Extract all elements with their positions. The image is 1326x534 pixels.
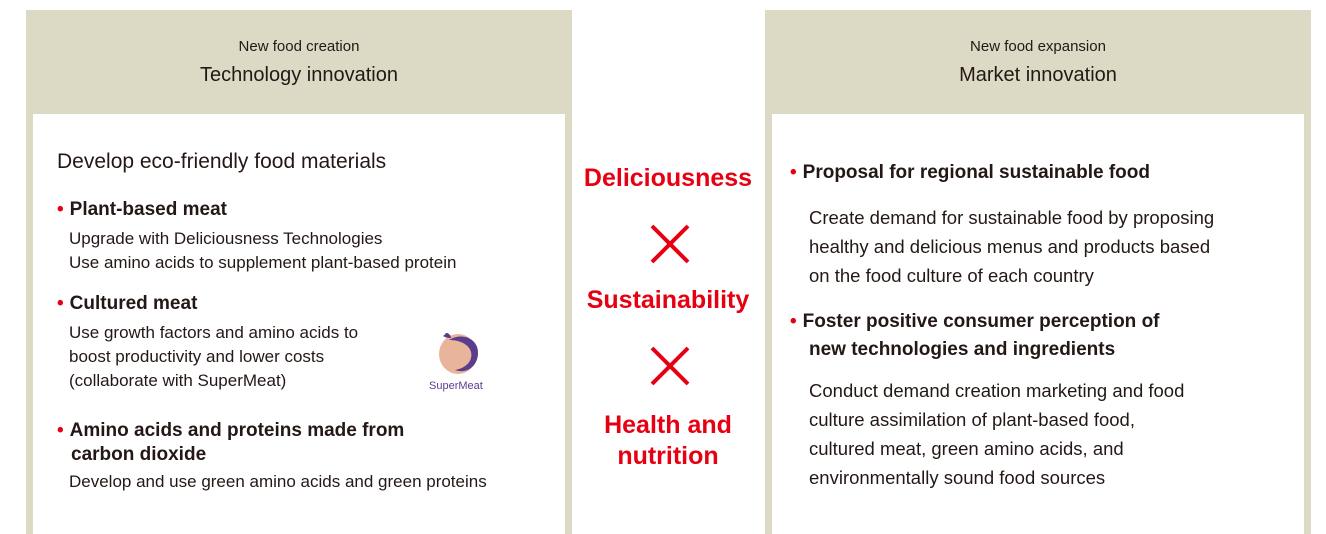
market-innovation-panel: New food expansion Market innovation •Pr… xyxy=(765,10,1311,534)
bullet-dot: • xyxy=(790,162,797,183)
left-panel-header: New food creation Technology innovation xyxy=(33,10,565,114)
right-panel-body: •Proposal for regional sustainable food … xyxy=(772,114,1304,534)
desc-line: Develop and use green amino acids and gr… xyxy=(69,472,487,491)
bullet-title-text: Amino acids and proteins made from xyxy=(69,420,405,441)
health-nutrition-label: Health and nutrition xyxy=(568,410,768,472)
desc-line: Upgrade with Deliciousness Technologies xyxy=(69,229,383,248)
times-icon xyxy=(650,224,690,264)
bullet-dot: • xyxy=(57,420,64,441)
bullet-consumer-perception: •Foster positive consumer perception of xyxy=(790,310,1160,334)
desc-line: Create demand for sustainable food by pr… xyxy=(809,207,1215,228)
right-panel-title: Market innovation xyxy=(959,63,1117,86)
right-panel-subtitle: New food expansion xyxy=(970,37,1106,55)
deliciousness-label: Deliciousness xyxy=(583,164,753,192)
bullet-dot: • xyxy=(790,311,797,332)
desc-line: Conduct demand creation marketing and fo… xyxy=(809,380,1185,401)
health-nutrition-line: Health and xyxy=(604,411,732,439)
bullet-plant-based-meat: •Plant-based meat xyxy=(57,198,227,222)
left-intro: Develop eco-friendly food materials xyxy=(57,150,387,173)
bullet-title-continuation: carbon dioxide xyxy=(71,444,207,465)
bullet-regional-sustainable-food: •Proposal for regional sustainable food xyxy=(790,161,1150,185)
bullet-title-text: Foster positive consumer perception of xyxy=(802,311,1160,332)
desc-line: healthy and delicious menus and products… xyxy=(809,236,1211,257)
sustainability-label: Sustainability xyxy=(586,286,750,314)
desc-line: (collaborate with SuperMeat) xyxy=(69,371,287,390)
desc-line: culture assimilation of plant-based food… xyxy=(809,409,1135,430)
bullet-title-continuation: new technologies and ingredients xyxy=(809,339,1116,360)
technology-innovation-panel: New food creation Technology innovation … xyxy=(26,10,572,534)
bullet-amino-acids-co2: •Amino acids and proteins made from xyxy=(57,419,404,443)
desc-line: Use amino acids to supplement plant-base… xyxy=(69,253,457,272)
bullet-cultured-meat: •Cultured meat xyxy=(57,292,197,316)
health-nutrition-line: nutrition xyxy=(617,442,719,470)
bullet-title-text: Proposal for regional sustainable food xyxy=(802,162,1150,183)
desc-line: on the food culture of each country xyxy=(809,265,1094,286)
right-panel-header: New food expansion Market innovation xyxy=(772,10,1304,114)
bullet-dot: • xyxy=(57,199,64,220)
desc-line: cultured meat, green amino acids, and xyxy=(809,438,1124,459)
times-icon xyxy=(650,346,690,386)
desc-line: environmentally sound food sources xyxy=(809,467,1106,488)
left-panel-title: Technology innovation xyxy=(200,63,398,86)
supermeat-logo-text: SuperMeat xyxy=(429,380,483,392)
bullet-dot: • xyxy=(57,293,64,314)
left-panel-body: Develop eco-friendly food materials •Pla… xyxy=(33,114,565,534)
bullet-title-text: Cultured meat xyxy=(69,293,198,314)
bullet-title-text: Plant-based meat xyxy=(69,199,227,220)
supermeat-logo: SuperMeat xyxy=(427,320,497,396)
desc-line: boost productivity and lower costs xyxy=(69,347,325,366)
supermeat-bird-logo-icon xyxy=(439,333,479,374)
left-panel-subtitle: New food creation xyxy=(238,37,360,55)
desc-line: Use growth factors and amino acids to xyxy=(69,323,359,342)
